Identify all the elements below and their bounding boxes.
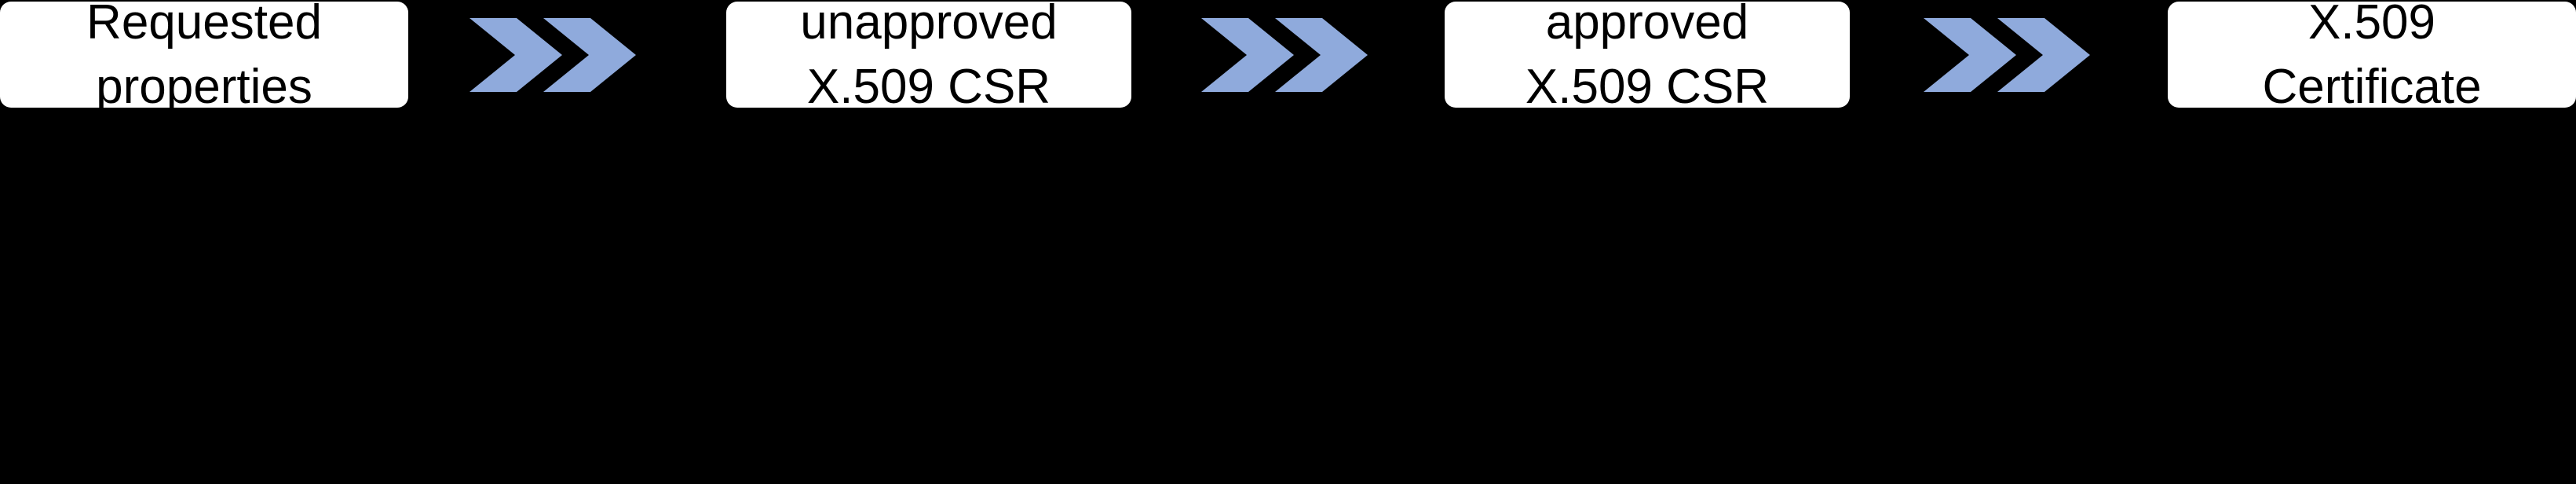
stage-box-requested-properties[interactable]: Requested properties [0,2,408,108]
stage-label-line1: approved [1545,2,1749,50]
stage-label-line2: properties [96,59,312,108]
stage-box-x509-certificate[interactable]: X.509 Certificate [2168,2,2576,108]
stage-label-line2: Certificate [2262,59,2482,108]
stage-label-line2: X.509 CSR [1525,59,1770,108]
stage-label-line1: X.509 [2307,2,2436,50]
double-chevron-right-icon [1201,18,1368,92]
stage-label-line1: unapproved [800,2,1058,50]
double-chevron-right-icon [1924,18,2090,92]
double-chevron-right-icon [470,18,636,92]
stage-label-line2: X.509 CSR [806,59,1051,108]
stage-label-line1: Requested [86,2,322,50]
stage-box-approved-x509-csr[interactable]: approved X.509 CSR [1445,2,1850,108]
stage-box-unapproved-x509-csr[interactable]: unapproved X.509 CSR [726,2,1131,108]
